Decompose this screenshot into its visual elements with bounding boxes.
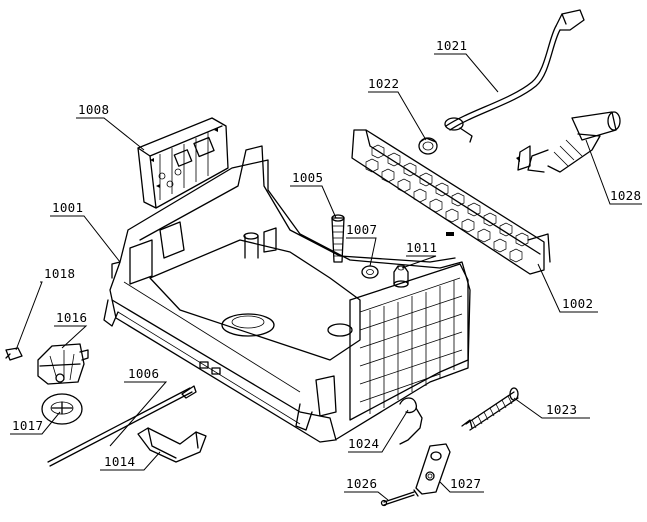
clip-part bbox=[399, 397, 423, 445]
bolt-part bbox=[331, 214, 345, 263]
label-1024: 1024 bbox=[348, 436, 379, 451]
label-1014: 1014 bbox=[104, 454, 135, 469]
power-cord-part bbox=[444, 9, 585, 143]
honeycomb-panel-part bbox=[351, 129, 551, 275]
label-1018: 1018 bbox=[44, 266, 75, 281]
label-1028: 1028 bbox=[610, 188, 641, 203]
rod-part bbox=[47, 385, 197, 467]
knob-part bbox=[418, 137, 438, 155]
label-1022: 1022 bbox=[368, 76, 399, 91]
label-1011: 1011 bbox=[406, 240, 437, 255]
leader-lines bbox=[10, 53, 642, 501]
mount-plate-part bbox=[415, 443, 451, 495]
label-1006: 1006 bbox=[128, 366, 159, 381]
label-1002: 1002 bbox=[562, 296, 593, 311]
label-1007: 1007 bbox=[346, 222, 377, 237]
label-1021: 1021 bbox=[436, 38, 467, 53]
part-labels: 1001 1002 1005 1006 1007 1008 1011 1014 … bbox=[12, 38, 641, 491]
label-1027: 1027 bbox=[450, 476, 481, 491]
base-tub-part bbox=[103, 145, 471, 443]
label-1005: 1005 bbox=[292, 170, 323, 185]
label-1023: 1023 bbox=[546, 402, 577, 417]
screw-part bbox=[380, 489, 419, 507]
spring-hose-part bbox=[461, 387, 519, 431]
inlet-valve-part bbox=[516, 111, 621, 173]
label-1001: 1001 bbox=[52, 200, 83, 215]
fitting-part bbox=[393, 265, 409, 288]
label-1017: 1017 bbox=[12, 418, 43, 433]
pump-part bbox=[37, 343, 89, 385]
label-1026: 1026 bbox=[346, 476, 377, 491]
filter-disc-part bbox=[41, 393, 83, 425]
label-1008: 1008 bbox=[78, 102, 109, 117]
control-board-part bbox=[137, 117, 229, 209]
bracket-part bbox=[137, 427, 207, 463]
connector-part bbox=[5, 347, 23, 361]
label-1016: 1016 bbox=[56, 310, 87, 325]
nut-part bbox=[361, 265, 379, 279]
